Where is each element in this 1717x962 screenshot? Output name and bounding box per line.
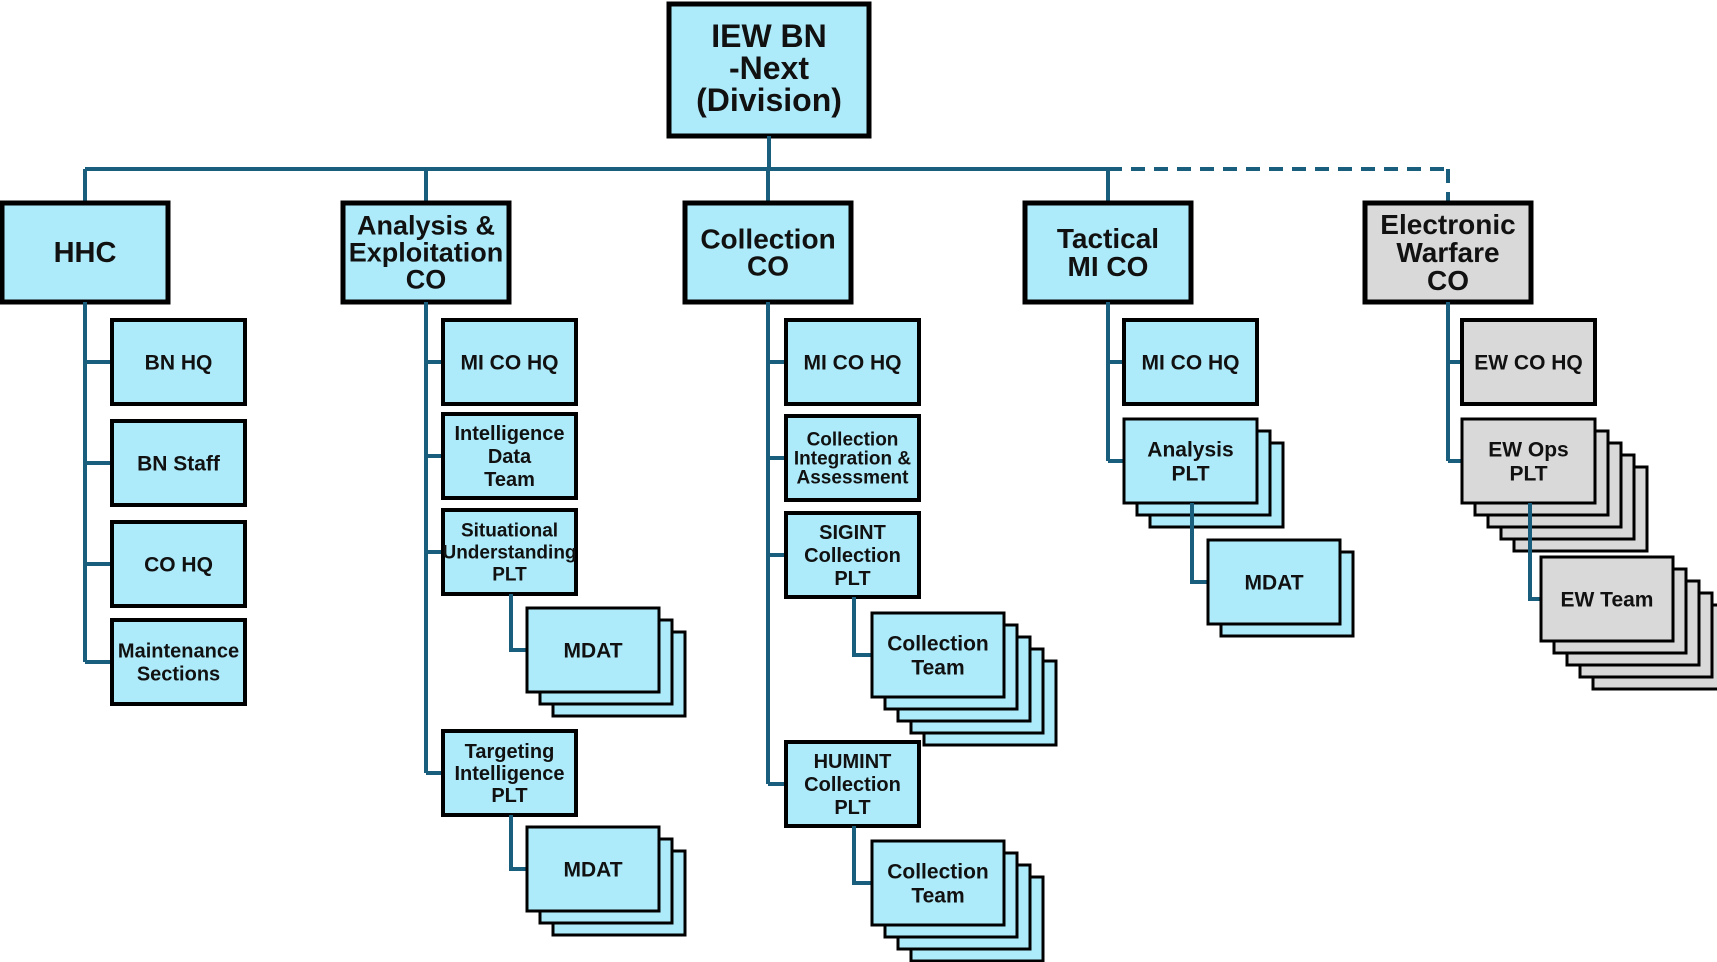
- subunit-box-collection-2: [784, 511, 921, 599]
- child-label: MDAT: [563, 858, 622, 881]
- child-stack-tactical-1-front: [1206, 538, 1342, 626]
- child-connector: [509, 594, 527, 652]
- subunit-box-collection-1: [784, 414, 921, 502]
- child-label: MDAT: [563, 639, 622, 662]
- child-stack-ae-2-front: [525, 606, 661, 694]
- child-connector: [852, 597, 872, 657]
- root-label: IEW BN-Next(Division): [696, 18, 842, 118]
- subunit-box-collection-3: [784, 740, 921, 828]
- subunit-label: MI CO HQ: [804, 351, 902, 374]
- company-box-collection: [682, 200, 854, 305]
- subunit-box-ae-1: [441, 412, 578, 500]
- root-box: [666, 1, 872, 139]
- child-stack-collection-3-front: [870, 839, 1006, 927]
- child-connector: [852, 826, 872, 885]
- child-stack-collection-2-front: [870, 611, 1006, 699]
- child-stack-ae-3: [525, 825, 687, 937]
- child-stack-collection-3: [870, 839, 1045, 962]
- subunit-label: MI CO HQ: [461, 351, 559, 374]
- subunit-box-tactical-0: [1122, 318, 1259, 406]
- company-label-hhc: HHC: [54, 237, 117, 269]
- subunit-box-ae-0: [441, 318, 578, 406]
- child-stack-collection-2: [870, 611, 1058, 747]
- subunit-label: BN Staff: [137, 452, 221, 475]
- company-box-hhc: [0, 200, 171, 305]
- subunit-stack-ew-1-front: [1460, 417, 1597, 505]
- subunit-label: EW CO HQ: [1474, 351, 1583, 374]
- subunit-box-hhc-3: [110, 618, 247, 706]
- child-stack-ew-1-front: [1539, 555, 1675, 643]
- subunit-stack-tactical-1: [1122, 417, 1285, 529]
- child-connector: [1528, 503, 1541, 601]
- child-label: EW Team: [1561, 588, 1654, 611]
- subunit-label: CO HQ: [144, 553, 213, 576]
- child-connector: [1190, 503, 1208, 584]
- child-connector: [509, 815, 527, 871]
- subunit-box-ae-2: [441, 508, 578, 596]
- company-box-tactical: [1022, 200, 1194, 305]
- subunit-box-hhc-0: [110, 318, 247, 406]
- child-stack-ae-2: [525, 606, 687, 718]
- subunit-label: BN HQ: [145, 351, 213, 374]
- child-stack-ae-3-front: [525, 825, 661, 913]
- subunit-box-ew-0: [1460, 318, 1597, 406]
- child-stack-tactical-1: [1206, 538, 1355, 638]
- child-stack-ew-1: [1539, 555, 1717, 691]
- subunit-label: MI CO HQ: [1142, 351, 1240, 374]
- subunit-stack-ew-1: [1460, 417, 1649, 553]
- subunit-box-hhc-1: [110, 419, 247, 507]
- subunit-box-collection-0: [784, 318, 921, 406]
- child-label: MDAT: [1244, 571, 1303, 594]
- subunit-box-hhc-2: [110, 520, 247, 608]
